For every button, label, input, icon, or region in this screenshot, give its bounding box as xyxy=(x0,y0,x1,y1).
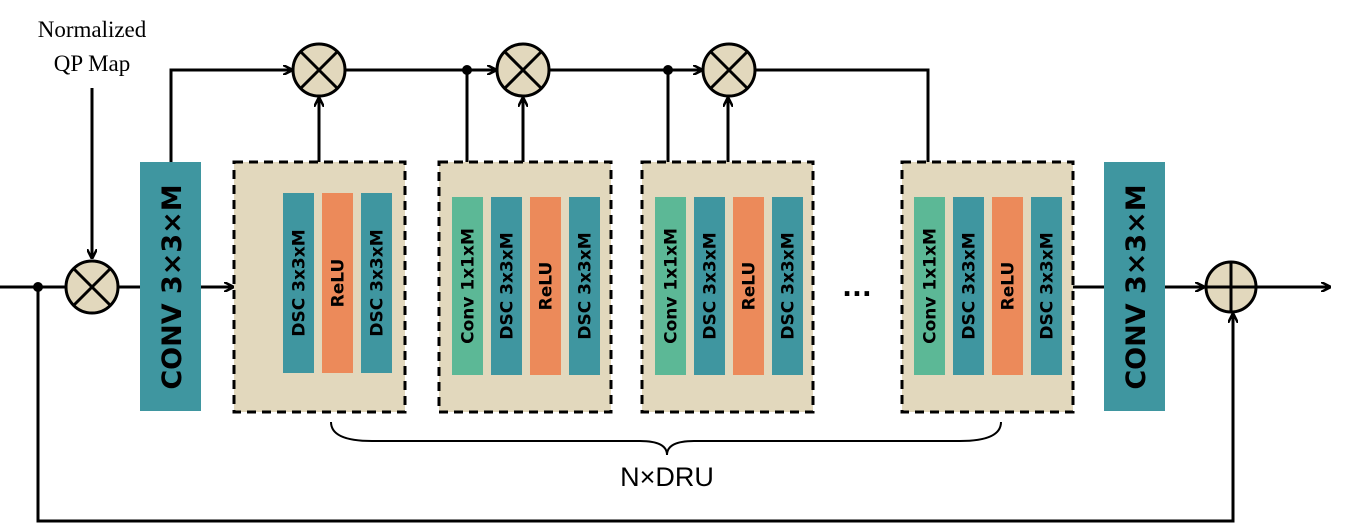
conv-first-label: CONV 3×3×M xyxy=(157,184,188,389)
dru3-relu-label: ReLU xyxy=(740,262,760,311)
top-path-4 xyxy=(755,68,928,197)
multiply-op-1 xyxy=(291,42,347,98)
drun-dsc-a-label: DSC 3x3xM xyxy=(960,232,980,339)
dru3-dsc-b-label: DSC 3x3xM xyxy=(779,232,799,339)
dru3-dsc-a-label: DSC 3x3xM xyxy=(701,232,721,339)
dru-brace xyxy=(330,421,1002,456)
dru-block-1: DSC 3x3xM ReLU DSC 3x3xM xyxy=(232,160,407,414)
drun-relu xyxy=(992,197,1023,375)
multiply-op-input xyxy=(64,259,120,315)
dru1-dsc-b xyxy=(361,193,392,373)
drun-dsc-b-label: DSC 3x3xM xyxy=(1038,232,1058,339)
dru1-relu-label: ReLU xyxy=(329,259,349,308)
dru2-relu-label: ReLU xyxy=(537,262,557,311)
dru1-dsc-a-label: DSC 3x3xM xyxy=(290,229,310,336)
input-label-line2: QP Map xyxy=(54,51,130,76)
input-label-line1: Normalized xyxy=(38,17,147,42)
dru2-dsc-b xyxy=(569,197,600,375)
dru3-dsc-a xyxy=(694,197,725,375)
ellipsis: ... xyxy=(842,273,872,303)
conv-last-label: CONV 3×3×M xyxy=(1121,184,1152,389)
global-skip-connection xyxy=(36,287,1233,523)
top-path-1 xyxy=(169,70,292,162)
drun-dsc-b xyxy=(1031,197,1062,375)
dru3-dsc-b xyxy=(772,197,803,375)
dru3-conv1x1-label: Conv 1x1xM xyxy=(662,228,682,344)
dru-block-n: Conv 1x1xM DSC 3x3xM ReLU DSC 3x3xM xyxy=(900,160,1075,414)
dru3-relu xyxy=(733,197,764,375)
dru2-dsc-a-label: DSC 3x3xM xyxy=(498,232,518,339)
brace-label: N×DRU xyxy=(620,462,714,492)
drun-dsc-a xyxy=(953,197,984,375)
dru2-conv1x1-label: Conv 1x1xM xyxy=(459,228,479,344)
dru2-relu xyxy=(530,197,561,375)
multiply-op-3 xyxy=(701,42,757,98)
conv-last-block xyxy=(1104,162,1165,411)
drun-conv1x1-label: Conv 1x1xM xyxy=(921,228,941,344)
skip-junction xyxy=(33,282,43,292)
dru1-dsc-b-label: DSC 3x3xM xyxy=(368,229,388,336)
dru2-dsc-b-label: DSC 3x3xM xyxy=(576,232,596,339)
dru2-dsc-a xyxy=(491,197,522,375)
dru3-conv1x1 xyxy=(655,197,686,375)
dru-block-2: Conv 1x1xM DSC 3x3xM ReLU DSC 3x3xM xyxy=(437,160,613,414)
conv-first-block xyxy=(140,162,201,411)
multiply-op-2 xyxy=(495,42,551,98)
add-op-output xyxy=(1204,260,1258,314)
dru1-dsc-a xyxy=(283,193,314,373)
dru2-conv1x1 xyxy=(452,197,483,375)
dru-block-3: Conv 1x1xM DSC 3x3xM ReLU DSC 3x3xM xyxy=(640,160,815,414)
dru1-relu xyxy=(322,193,353,373)
drun-relu-label: ReLU xyxy=(999,262,1019,311)
drun-conv1x1 xyxy=(914,197,945,375)
